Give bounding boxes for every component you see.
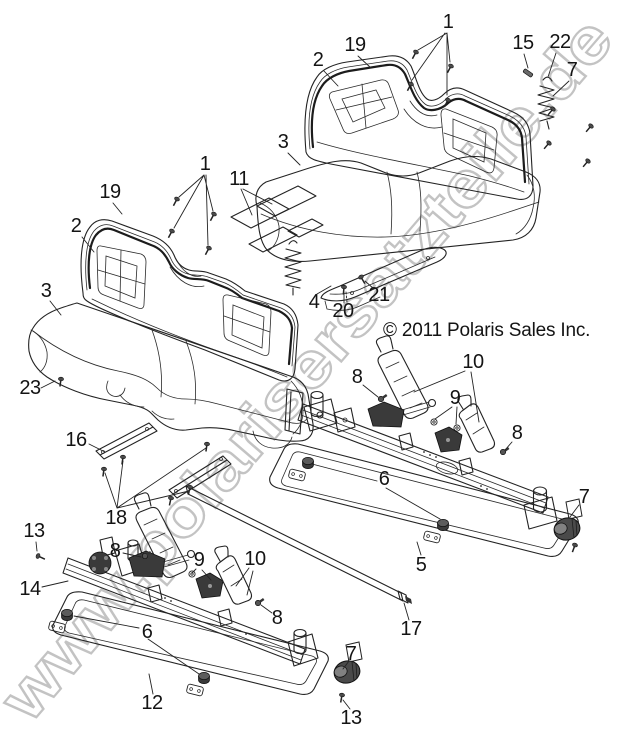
latch-13 [88,551,112,575]
watermark-text: www.polarisersatzteile.de [0,4,618,735]
nut-6 [198,672,210,684]
nut-6 [302,457,314,469]
copyright-text: © 2011 Polaris Sales Inc. [383,320,591,341]
coil-spring-center [284,240,302,296]
pin-15 [522,68,534,78]
seat-cushion-lower [28,302,314,449]
seat-frame-lower [47,591,329,697]
seat-frame-upper [269,443,579,557]
seat-cushion-upper [255,156,541,262]
seatbelt-set-lower [128,492,266,608]
seat-rail-upper [297,403,558,530]
mount-panels [230,185,324,253]
leader-lines [35,32,580,710]
hinge-strips [95,422,232,499]
seatbelt-set-upper [367,335,511,457]
caster-lower [331,641,363,704]
nut-6 [61,609,73,621]
seat-back-lower [80,219,299,382]
gas-spring-upper [522,68,555,130]
support-bracket [320,246,447,311]
seat-back-upper [304,55,534,200]
seat-rail-lower [62,536,319,667]
nut-6 [437,519,449,531]
